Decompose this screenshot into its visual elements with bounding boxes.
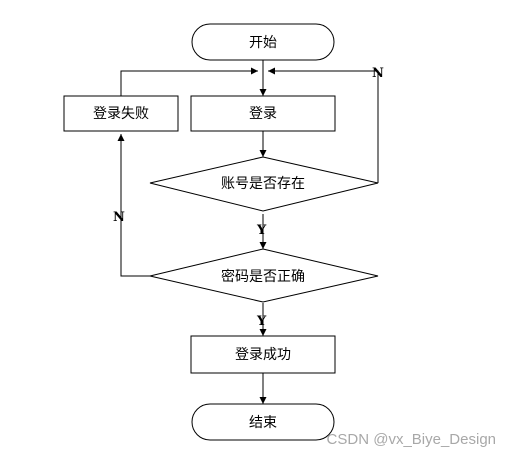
end-terminal-shape: [191, 403, 335, 441]
node-login-success: 登录成功: [190, 335, 336, 374]
node-start: 开始: [191, 23, 335, 61]
login-process-shape: [190, 95, 336, 132]
edge-password-no-to-failed: [117, 134, 150, 277]
watermark-text: CSDN @vx_Biye_Design: [326, 431, 496, 448]
login-failed-label: 登录失败: [93, 106, 149, 122]
password-correct-decision-shape: [149, 248, 379, 303]
login-success-process-shape: [190, 335, 336, 374]
node-end: 结束: [191, 403, 335, 441]
edge-failed-to-login: [120, 67, 258, 96]
node-account-exists: 账号是否存在: [149, 156, 379, 212]
start-label: 开始: [249, 35, 277, 51]
account-yes-label: Y: [256, 223, 267, 238]
end-label: 结束: [249, 415, 277, 431]
login-failed-process-shape: [63, 95, 179, 132]
account-exists-decision-shape: [149, 156, 379, 212]
login-success-label: 登录成功: [235, 347, 291, 363]
account-exists-label: 账号是否存在: [221, 176, 305, 192]
password-no-label: N: [113, 210, 125, 225]
password-yes-label: Y: [256, 314, 267, 329]
node-login: 登录: [190, 95, 336, 132]
edge-account-no-loop: [268, 67, 379, 183]
connectors: [117, 60, 379, 404]
login-label: 登录: [249, 106, 277, 122]
password-correct-label: 密码是否正确: [221, 268, 305, 285]
node-password-correct: 密码是否正确: [149, 248, 379, 303]
node-login-failed: 登录失败: [63, 95, 179, 132]
start-terminal-shape: [191, 23, 335, 61]
account-no-label: N: [372, 66, 384, 81]
